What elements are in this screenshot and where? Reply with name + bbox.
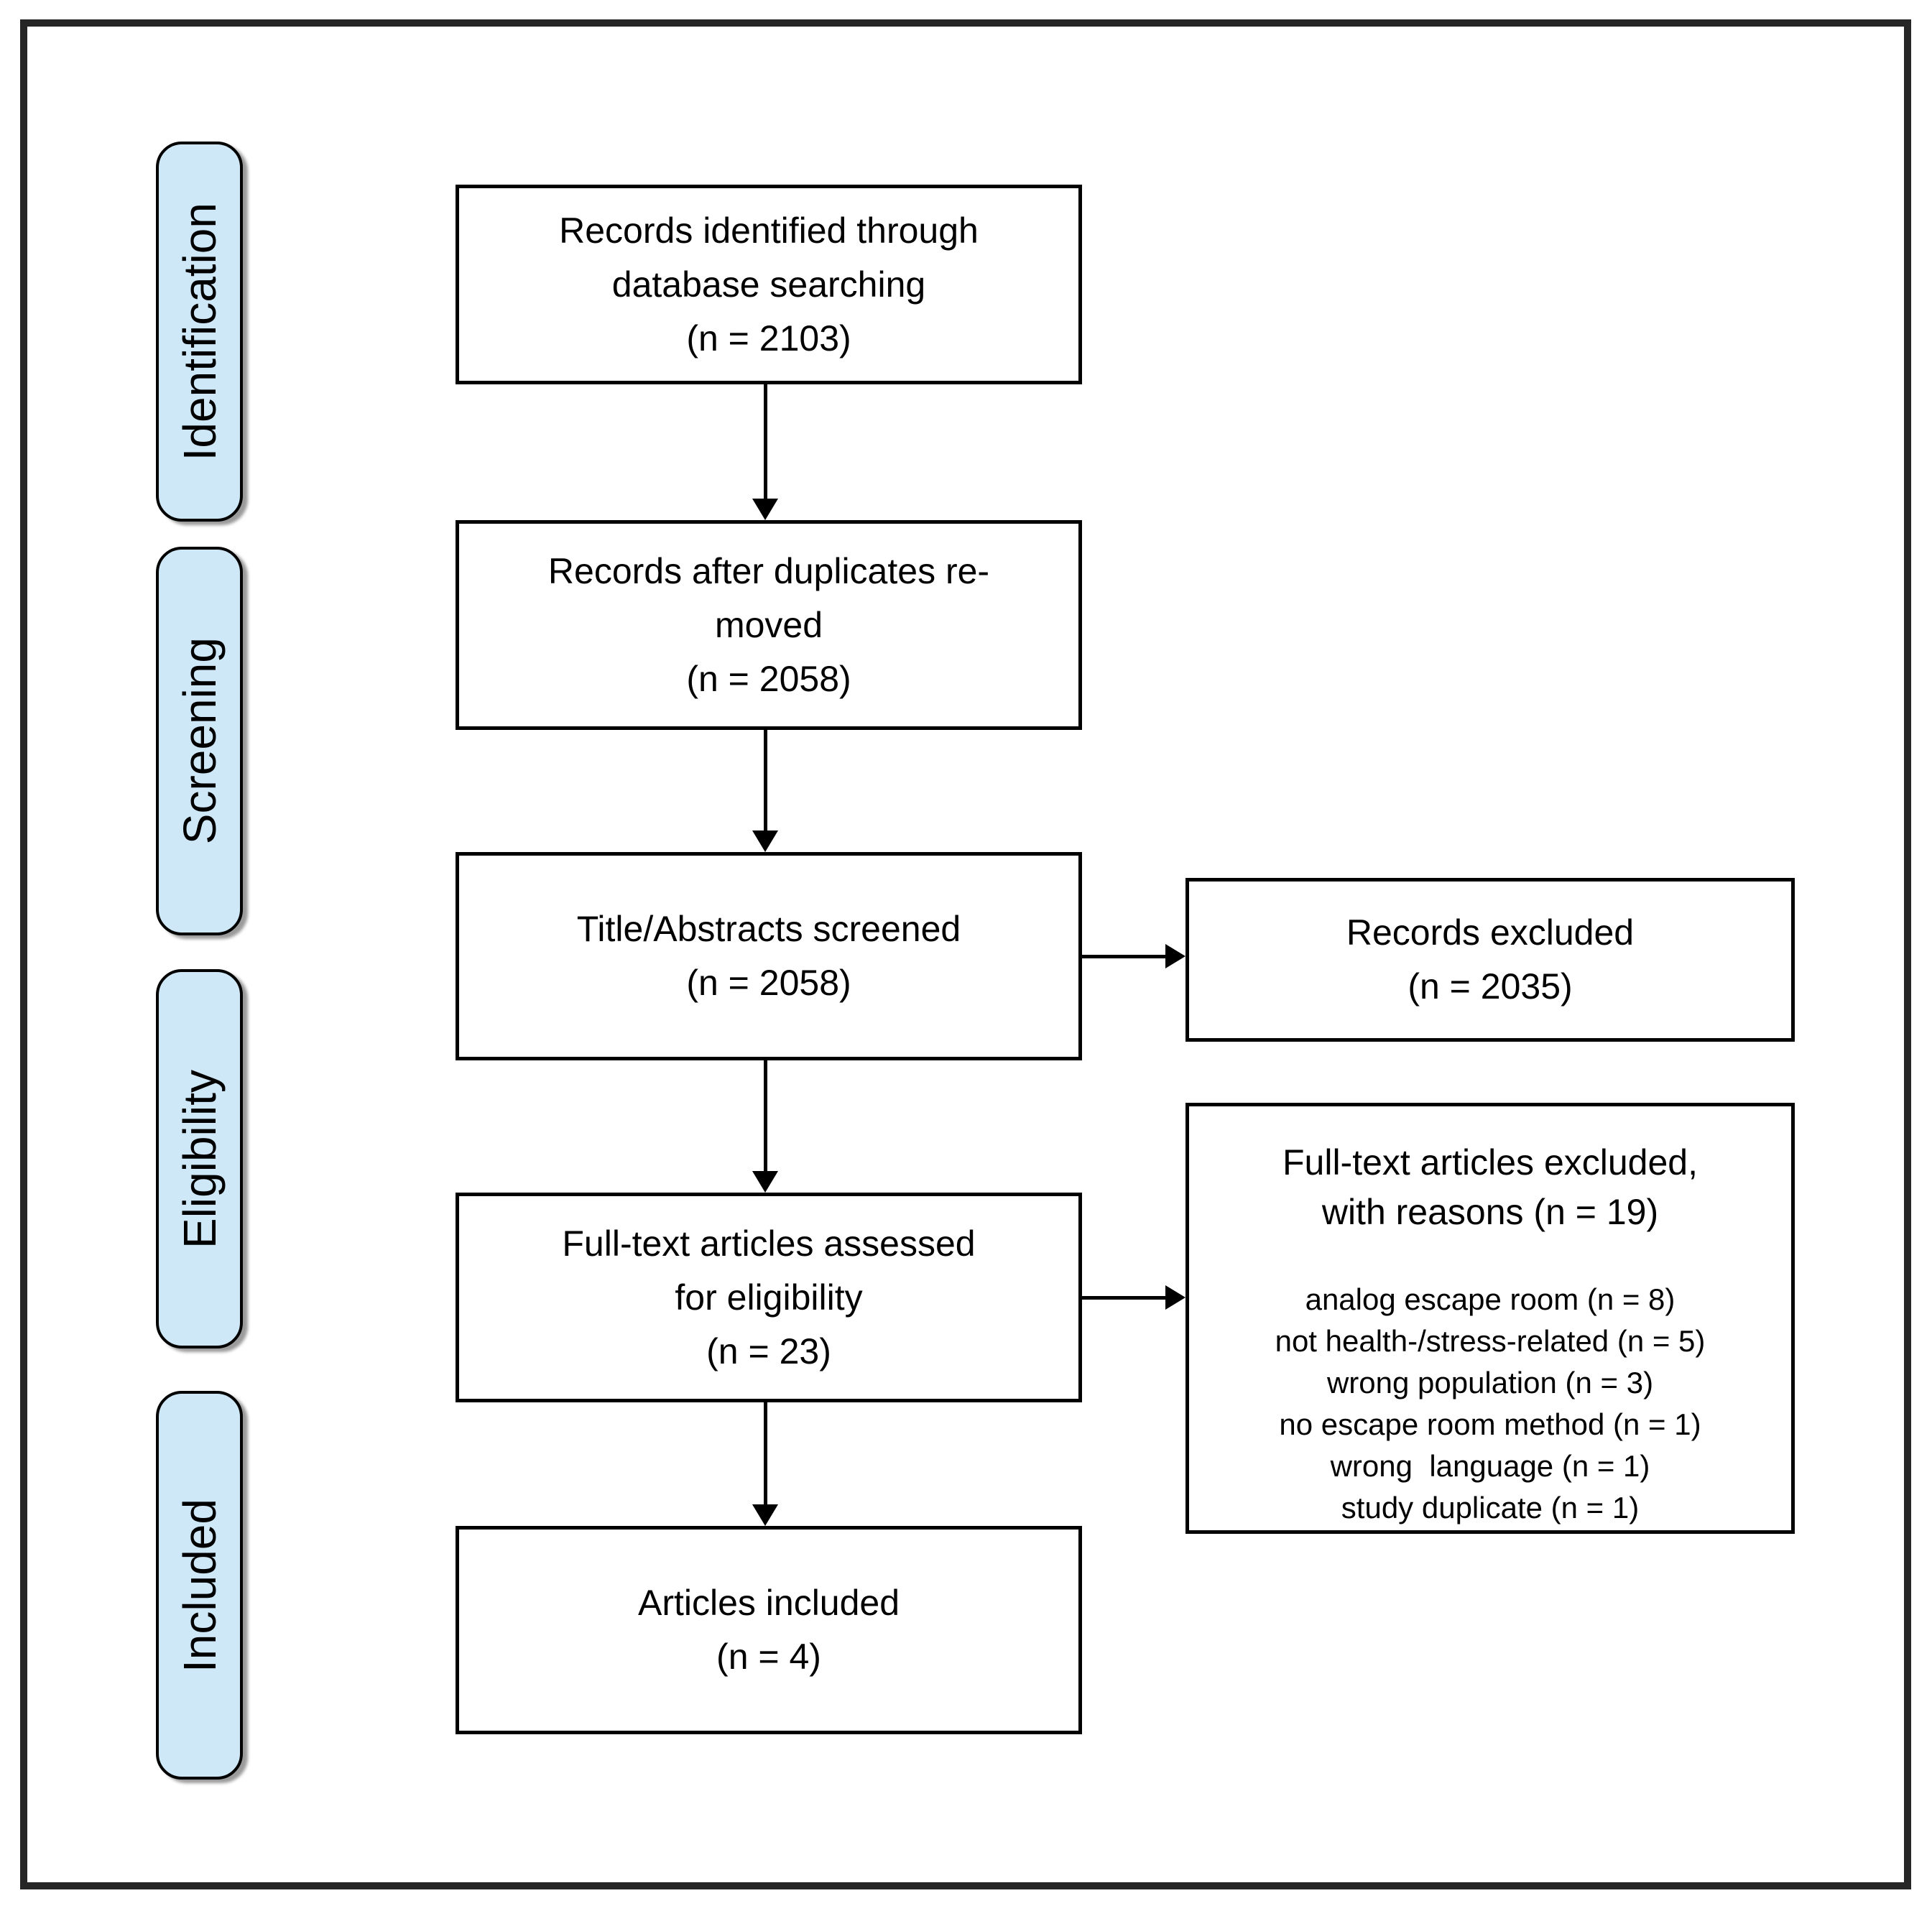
box-fulltext-assessed: Full-text articles assessed for eligibil… — [456, 1193, 1082, 1402]
box-fulltext-excluded-heading-line: with reasons (n = 19) — [1321, 1192, 1659, 1232]
box-title-abstracts-screened-line: Title/Abstracts screened — [576, 909, 961, 949]
box-records-identified-line: database searching — [611, 264, 926, 305]
box-duplicates-removed-line: moved — [714, 604, 823, 645]
box-fulltext-excluded-reasons: analog escape room (n = 8) not health-/s… — [1189, 1279, 1791, 1529]
box-records-excluded-count: (n = 2035) — [1408, 966, 1573, 1007]
box-articles-included-line: Articles included — [637, 1583, 900, 1623]
arrow-down-3-head — [752, 1171, 778, 1193]
box-fulltext-excluded-heading: Full-text articles excluded, with reason… — [1189, 1138, 1791, 1237]
reason-wrong-language: wrong language (n = 1) — [1330, 1448, 1650, 1483]
stage-eligibility-label: Eligibility — [173, 1069, 226, 1249]
box-fulltext-assessed-count: (n = 23) — [706, 1331, 831, 1371]
box-articles-included-count: (n = 4) — [716, 1637, 821, 1677]
box-records-identified-count: (n = 2103) — [686, 318, 851, 358]
arrow-down-1-head — [752, 499, 778, 520]
box-fulltext-assessed-line: Full-text articles assessed — [562, 1223, 976, 1264]
box-records-identified-line: Records identified through — [559, 210, 979, 251]
box-duplicates-removed-count: (n = 2058) — [686, 658, 851, 699]
arrow-right-2-line — [1082, 1296, 1167, 1300]
stage-included-label: Included — [173, 1498, 226, 1672]
reason-analog-escape-room: analog escape room (n = 8) — [1305, 1282, 1676, 1316]
arrow-right-1-head — [1165, 944, 1185, 968]
stage-identification: Identification — [156, 142, 243, 522]
stage-screening: Screening — [156, 547, 243, 935]
stage-identification-label: Identification — [173, 202, 226, 461]
box-fulltext-assessed-line: for eligibility — [675, 1277, 863, 1318]
box-fulltext-excluded-heading-line: Full-text articles excluded, — [1282, 1142, 1698, 1183]
arrow-down-4-line — [764, 1402, 767, 1504]
box-title-abstracts-screened-count: (n = 2058) — [686, 963, 851, 1003]
stage-included: Included — [156, 1391, 243, 1780]
box-title-abstracts-screened: Title/Abstracts screened (n = 2058) — [456, 852, 1082, 1060]
stage-eligibility: Eligibility — [156, 969, 243, 1348]
box-records-excluded: Records excluded (n = 2035) — [1185, 878, 1795, 1042]
arrow-down-2-head — [752, 830, 778, 852]
arrow-down-4-head — [752, 1504, 778, 1526]
box-articles-included: Articles included (n = 4) — [456, 1526, 1082, 1734]
box-records-identified: Records identified through database sear… — [456, 185, 1082, 384]
arrow-right-2-head — [1165, 1285, 1185, 1310]
reason-not-health-stress-related: not health-/stress-related (n = 5) — [1275, 1323, 1706, 1358]
reason-study-duplicate: study duplicate (n = 1) — [1341, 1490, 1640, 1524]
reason-no-escape-room-method: no escape room method (n = 1) — [1279, 1407, 1701, 1441]
stage-screening-label: Screening — [173, 637, 226, 845]
box-duplicates-removed-line: Records after duplicates re- — [547, 550, 990, 591]
arrow-down-1-line — [764, 384, 767, 499]
box-records-excluded-line: Records excluded — [1346, 912, 1635, 953]
arrow-down-3-line — [764, 1060, 767, 1171]
box-fulltext-excluded: Full-text articles excluded, with reason… — [1185, 1103, 1795, 1534]
arrow-right-1-line — [1082, 955, 1167, 958]
arrow-down-2-line — [764, 730, 767, 830]
box-duplicates-removed: Records after duplicates re- moved (n = … — [456, 520, 1082, 730]
reason-wrong-population: wrong population (n = 3) — [1326, 1365, 1654, 1399]
